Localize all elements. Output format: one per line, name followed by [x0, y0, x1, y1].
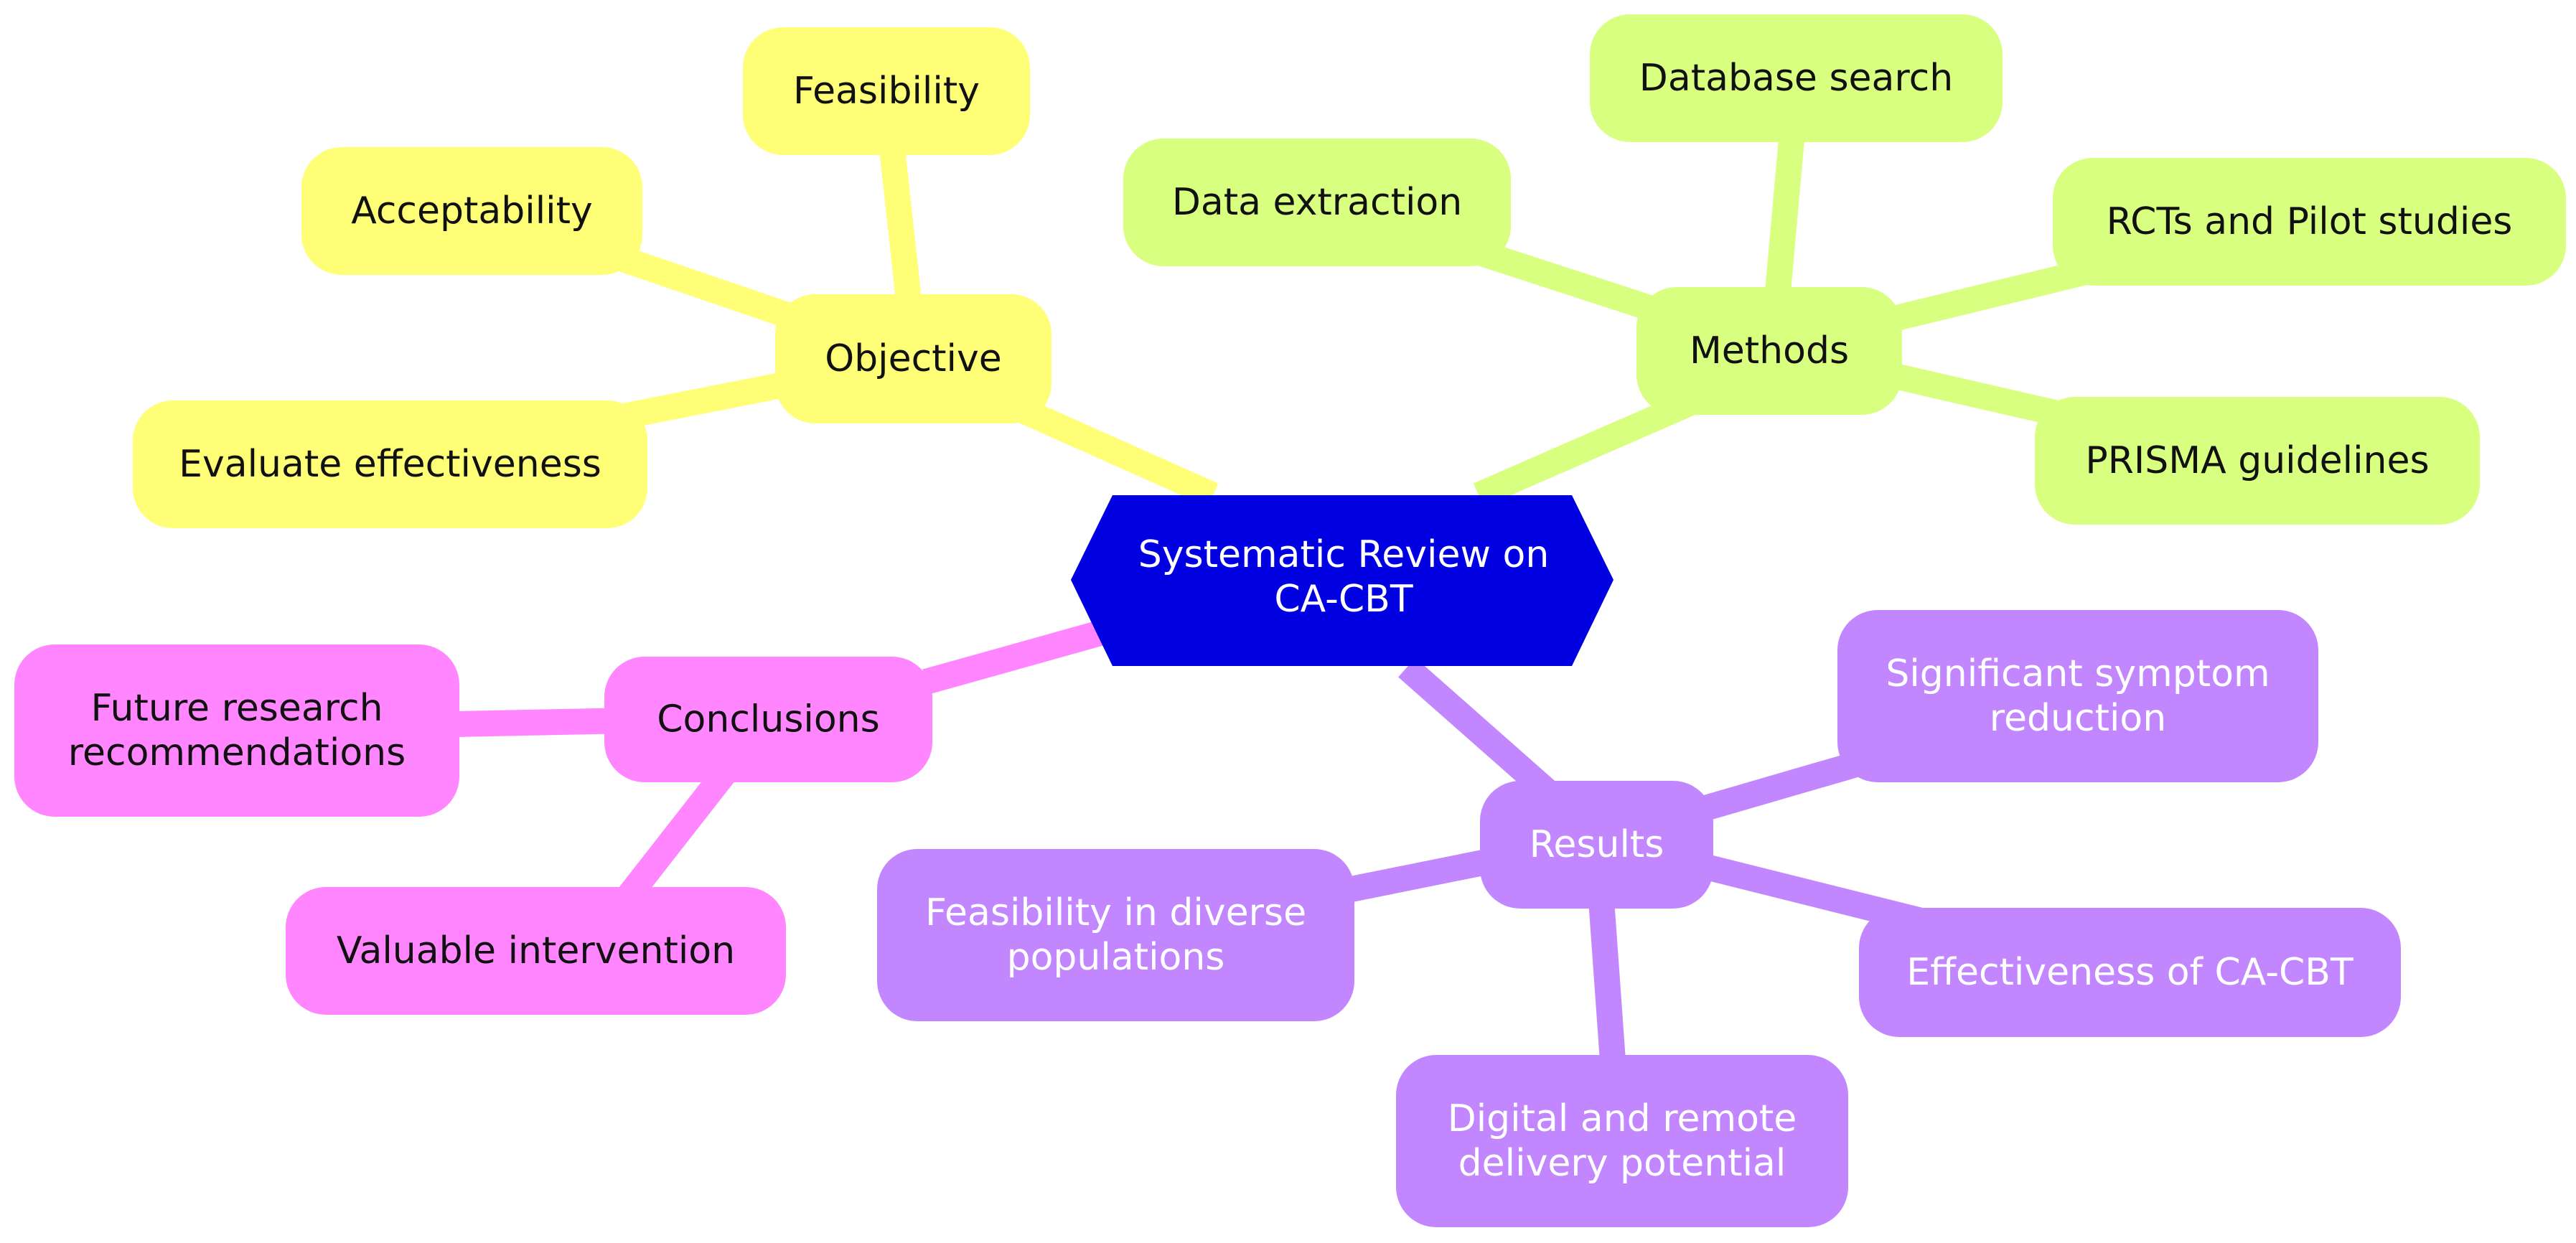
objective-node-box: [775, 294, 1052, 423]
root-label-line-1: Systematic Review on: [1138, 533, 1550, 576]
objective-node: Objective: [775, 294, 1052, 423]
root-label-line-2: CA-CBT: [1274, 578, 1413, 621]
data-extraction-node-label: Data extraction: [1172, 181, 1462, 224]
valuable-intervention-node-box: [286, 887, 786, 1015]
data-extraction-node: Data extraction: [1123, 139, 1511, 266]
acceptability-node-box: [301, 147, 642, 275]
acceptability-node-label: Acceptability: [351, 189, 593, 233]
acceptability-node: Acceptability: [301, 147, 642, 275]
feasibility-node-label: Feasibility: [793, 70, 980, 113]
effectiveness-node-label: Effectiveness of CA-CBT: [1906, 951, 2353, 994]
symptom-reduction-node-label-line-2: reduction: [1990, 697, 2166, 740]
future-research-node-label-line-1: Future research: [90, 687, 383, 730]
rcts-pilot-node-box: [2053, 158, 2566, 286]
feasibility-node: Feasibility: [743, 27, 1030, 155]
results-node-box: [1480, 781, 1713, 909]
evaluate-effectiveness-node-box: [133, 400, 647, 528]
digital-delivery-node-box: [1396, 1055, 1848, 1227]
results-node-label: Results: [1530, 823, 1664, 866]
effectiveness-node-box: [1859, 908, 2401, 1037]
evaluate-effectiveness-node: Evaluate effectiveness: [133, 400, 647, 528]
conclusions-node-box: [604, 657, 932, 782]
methods-node: Methods: [1636, 287, 1902, 415]
data-extraction-node-box: [1123, 139, 1511, 266]
edge-root-conclusions: [922, 619, 1109, 695]
conclusions-node: Conclusions: [604, 657, 932, 782]
database-search-node: Database search: [1590, 14, 2003, 142]
database-search-node-box: [1590, 14, 2003, 142]
methods-node-box: [1636, 287, 1902, 415]
results-node: Results: [1480, 781, 1713, 909]
feasibility-diverse-node-label-line-2: populations: [1007, 936, 1225, 979]
methods-node-label: Methods: [1690, 329, 1849, 372]
prisma-node-box: [2035, 397, 2480, 525]
prisma-node: PRISMA guidelines: [2035, 397, 2480, 525]
future-research-node-box: [14, 644, 459, 817]
database-search-node-label: Database search: [1639, 57, 1953, 100]
valuable-intervention-node: Valuable intervention: [286, 887, 786, 1015]
digital-delivery-node-label-line-2: delivery potential: [1458, 1142, 1786, 1185]
feasibility-diverse-node-label-line-1: Feasibility in diverse: [925, 891, 1306, 934]
symptom-reduction-node-box: [1837, 610, 2318, 782]
prisma-node-label: PRISMA guidelines: [2085, 439, 2429, 482]
rcts-pilot-node-label: RCTs and Pilot studies: [2107, 200, 2513, 243]
digital-delivery-node-label-line-1: Digital and remote: [1448, 1097, 1797, 1140]
future-research-node-label-line-2: recommendations: [68, 731, 406, 774]
valuable-intervention-node-label: Valuable intervention: [337, 929, 735, 972]
root-hexagon: [1071, 495, 1613, 666]
rcts-pilot-node: RCTs and Pilot studies: [2053, 158, 2566, 286]
symptom-reduction-node-label-line-1: Significant symptom: [1886, 652, 2270, 695]
feasibility-node-box: [743, 27, 1030, 155]
objective-node-label: Objective: [825, 337, 1002, 380]
conclusions-node-label: Conclusions: [657, 698, 879, 741]
effectiveness-node: Effectiveness of CA-CBT: [1859, 908, 2401, 1037]
evaluate-effectiveness-node-label: Evaluate effectiveness: [179, 443, 601, 486]
feasibility-diverse-node-box: [877, 849, 1354, 1021]
